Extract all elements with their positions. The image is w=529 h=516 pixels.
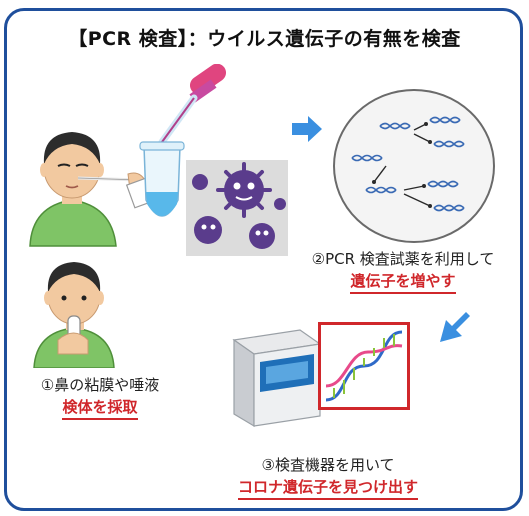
step-3-caption: ③検査機器を用いて コロナ遺伝子を見つけ出す: [214, 454, 442, 500]
step-3-text: ③検査機器を用いて: [261, 456, 395, 474]
page-title: 【PCR 検査】：ウイルス遺伝子の有無を検査: [68, 28, 461, 50]
dna-petri-icon: [333, 89, 495, 243]
dna-helix-icon: [318, 322, 410, 410]
step-2-caption: ②PCR 検査試薬を利用して 遺伝子を増やす: [292, 248, 514, 294]
step-2-highlight: 遺伝子を増やす: [350, 272, 456, 294]
arrow-right-icon: [292, 116, 322, 142]
step-1-highlight: 検体を採取: [62, 398, 138, 420]
step-3-highlight: コロナ遺伝子を見つけ出す: [237, 478, 418, 500]
step-1-caption: ①鼻の粘膜や唾液 検体を採取: [14, 374, 186, 420]
pcr-machine-icon: [232, 329, 322, 428]
step-1-text: ①鼻の粘膜や唾液: [40, 376, 160, 394]
panel-frame: [4, 8, 523, 511]
virus-icon: [186, 160, 288, 256]
person-saliva-icon: [33, 262, 115, 368]
arrow-down-left-icon: [440, 312, 470, 342]
dropper-tube-icon: [139, 64, 227, 217]
step-2-text: ②PCR 検査試薬を利用して: [311, 250, 495, 268]
